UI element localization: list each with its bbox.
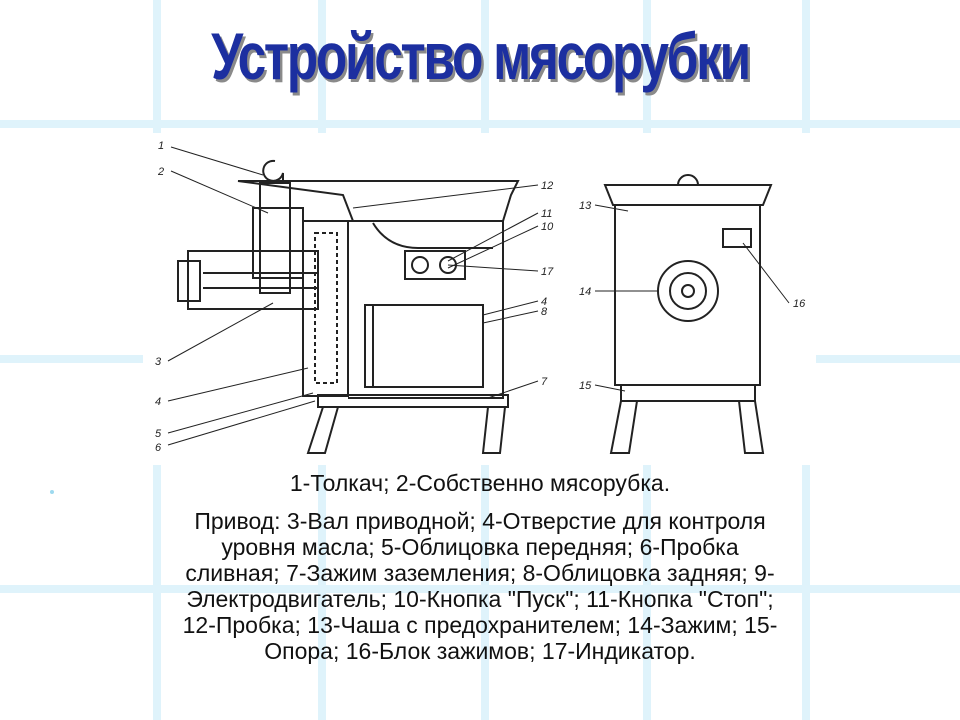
grid-line [0, 120, 960, 128]
callout-label: 4 [541, 296, 547, 308]
caption-line: 12-Пробка; 13-Чаша с предохранителем; 14… [182, 612, 778, 638]
callout-label: 11 [541, 208, 552, 220]
callout-label: 5 [155, 428, 162, 440]
callout-label: 7 [541, 376, 548, 388]
callout-label: 8 [541, 306, 548, 318]
callout-label: 6 [155, 442, 162, 454]
callout-label: 13 [579, 200, 592, 212]
callout-label: 1 [158, 140, 164, 152]
bullet-dot [50, 490, 54, 494]
callout-label: 10 [541, 221, 554, 233]
grid-line [0, 585, 960, 593]
caption-line-1: 1-Толкач; 2-Собственно мясорубка. [289, 470, 671, 496]
caption-block: Привод: 3-Вал приводной; 4-Отверстие для… [60, 508, 900, 664]
caption-line: Опора; 16-Блок зажимов; 17-Индикатор. [264, 638, 696, 664]
callout-label: 3 [155, 356, 162, 368]
page-title: Устройство мясорубки [211, 19, 751, 93]
callout-label: 4 [155, 396, 161, 408]
callout-label: 17 [541, 266, 554, 278]
callout-label: 16 [793, 298, 806, 310]
caption-line: сливная; 7-Зажим заземления; 8-Облицовка… [185, 560, 775, 586]
callout-label: 15 [579, 380, 592, 392]
front-view [594, 174, 790, 454]
caption-line: Электродвигатель; 10-Кнопка "Пуск"; 11-К… [186, 586, 774, 612]
callout-label: 12 [541, 180, 553, 192]
side-view [167, 146, 539, 454]
callout-label: 14 [579, 286, 591, 298]
callout-label: 2 [157, 166, 164, 178]
caption-line: Привод: 3-Вал приводной; 4-Отверстие для… [194, 508, 766, 534]
meat-grinder-diagram: 1 2 3 4 5 6 12 11 10 17 4 8 7 13 14 15 1… [143, 133, 816, 465]
caption-line: уровня масла; 5-Облицовка передняя; 6-Пр… [221, 534, 739, 560]
